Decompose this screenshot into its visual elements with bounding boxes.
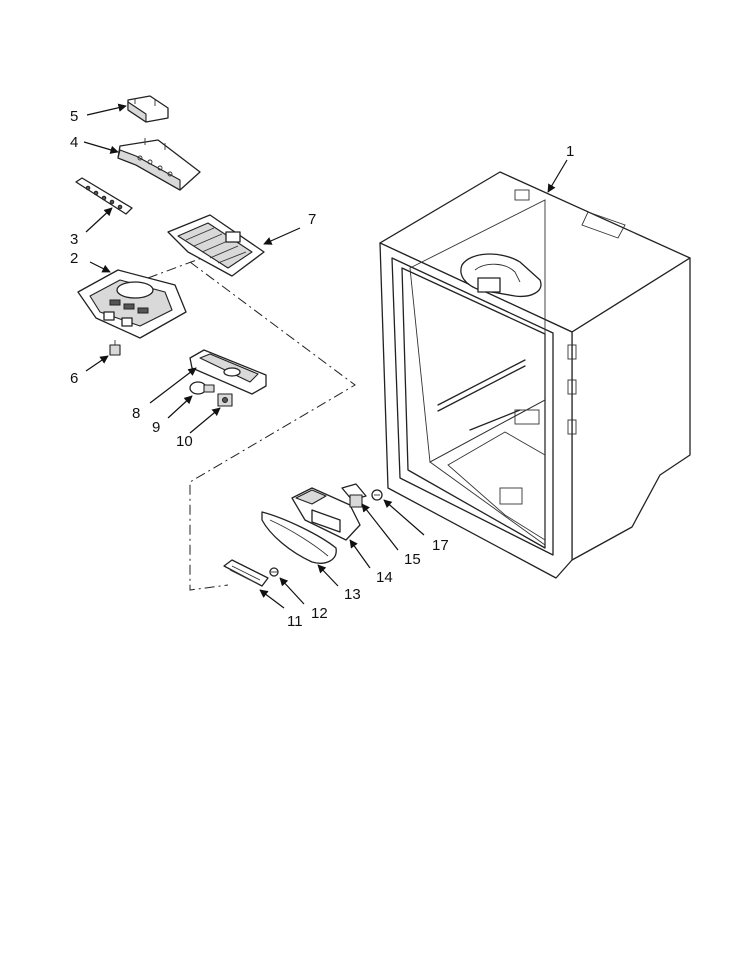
leader-13 (317, 564, 339, 587)
callout-15: 15 (404, 551, 421, 568)
part-12-screw (269, 567, 279, 577)
part-5-bracket (127, 95, 169, 123)
leader-7 (263, 227, 301, 245)
part-3-strip (75, 177, 133, 215)
liner-cabinet (379, 171, 691, 579)
leader-2 (89, 261, 111, 273)
assembly-dash-outline (189, 261, 356, 591)
leader-8 (149, 367, 197, 404)
callout-2: 2 (70, 250, 78, 267)
leader-12 (279, 577, 305, 605)
part-11-trim (223, 559, 269, 587)
leader-17 (383, 499, 425, 536)
part-9-bulb (189, 381, 215, 395)
part-4-control-bracket (117, 138, 201, 191)
leader-3 (85, 207, 113, 233)
part-15-actuator (341, 483, 367, 508)
part-14-dispenser-housing (291, 487, 361, 541)
leader-11 (259, 589, 285, 609)
callout-9: 9 (152, 419, 160, 436)
leader-4 (83, 141, 119, 154)
leader-15 (361, 503, 399, 551)
callout-13: 13 (344, 586, 361, 603)
leader-1 (547, 159, 568, 193)
leader-6 (85, 355, 109, 372)
leader-14 (349, 539, 371, 569)
callout-8: 8 (132, 405, 140, 422)
callout-10: 10 (176, 433, 193, 450)
part-6-switch (109, 340, 121, 356)
callout-17: 17 (432, 537, 449, 554)
part-10-socket (217, 393, 233, 407)
callout-4: 4 (70, 134, 78, 151)
callout-7: 7 (308, 211, 316, 228)
part-17-screw (371, 489, 383, 501)
leader-5 (86, 103, 127, 116)
callout-6: 6 (70, 370, 78, 387)
leader-9 (167, 395, 193, 419)
callout-1: 1 (566, 143, 574, 160)
part-2-control-housing (77, 269, 187, 339)
part-13-lever (261, 511, 337, 564)
callout-11: 11 (287, 613, 303, 630)
callout-3: 3 (70, 231, 78, 248)
part-7-light-cover (167, 214, 265, 277)
callout-5: 5 (70, 108, 78, 125)
leader-10 (189, 407, 221, 434)
callout-14: 14 (376, 569, 393, 586)
callout-12: 12 (311, 605, 328, 622)
